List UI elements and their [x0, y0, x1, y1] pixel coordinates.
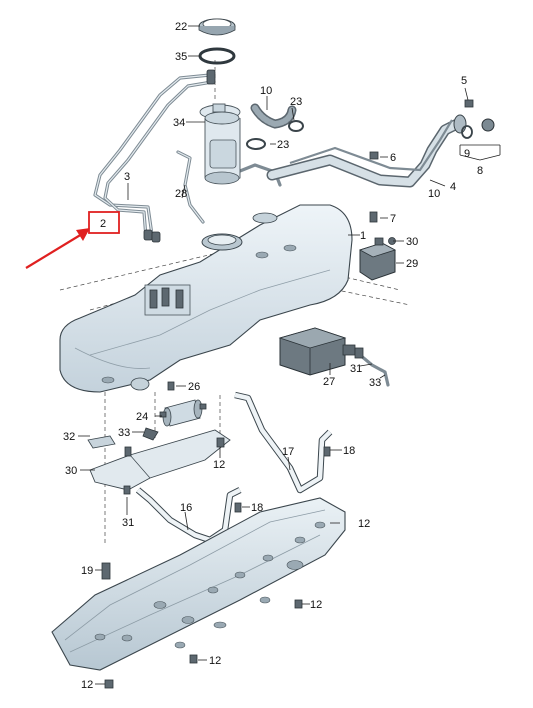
callout-11: 12 — [358, 518, 370, 530]
callout-33-right: 33 — [369, 377, 381, 389]
callout-12-bottom: 12 — [81, 679, 93, 691]
callout-5: 5 — [461, 75, 467, 87]
seal-ring — [198, 47, 236, 65]
tank-straps — [135, 391, 333, 544]
callout-4: 4 — [450, 181, 456, 193]
filler-neck — [266, 99, 495, 223]
carbon-canister — [278, 327, 356, 376]
callout-33-left: 33 — [118, 427, 130, 439]
callout-2: 2 — [100, 218, 106, 230]
highlight-box — [88, 211, 120, 234]
callout-10-neck: 10 — [428, 188, 440, 200]
filter-bracket — [87, 429, 231, 495]
callout-23: 26 — [188, 381, 200, 393]
callout-6: 6 — [390, 152, 396, 164]
callout-34: 34 — [173, 117, 185, 129]
callout-3: 3 — [124, 171, 130, 183]
callout-28: 29 — [406, 258, 418, 270]
fuel-lines — [93, 69, 216, 243]
leader-lines — [78, 25, 501, 685]
filler-hose — [246, 103, 304, 150]
callout-18-left: 18 — [251, 502, 263, 514]
callout-21-lower: 23 — [277, 139, 289, 151]
callout-27: 31 — [350, 363, 362, 375]
callout-30: 30 — [65, 465, 77, 477]
callout-labels: 22 35 34 3 28 2 10 23 23 5 9 8 6 4 10 7 … — [63, 21, 483, 691]
callout-8: 8 — [477, 165, 483, 177]
callout-26: 28 — [175, 188, 187, 200]
vent-line — [354, 347, 390, 387]
callout-20: 22 — [175, 21, 187, 33]
callout-12-right: 12 — [310, 599, 322, 611]
callout-19: 19 — [81, 565, 93, 577]
locking-ring — [198, 18, 236, 36]
callout-21-upper: 23 — [290, 96, 302, 108]
fuel-pump-module — [199, 103, 241, 185]
callout-17: 17 — [282, 446, 294, 458]
callout-7: 7 — [390, 213, 396, 225]
callout-24: 27 — [323, 376, 335, 388]
callout-32: 32 — [63, 431, 75, 443]
callout-18-right: 18 — [343, 445, 355, 457]
callout-31: 31 — [122, 517, 134, 529]
fuel-filter — [142, 381, 207, 441]
callout-12-mid: 12 — [209, 655, 221, 667]
highlight-arrow — [25, 228, 90, 269]
skid-plate — [51, 497, 346, 689]
callout-35: 35 — [175, 51, 187, 63]
control-valve — [358, 237, 397, 281]
callout-29: 30 — [406, 236, 418, 248]
fuel-tank — [59, 204, 353, 393]
callout-16: 16 — [180, 502, 192, 514]
callout-1: 1 — [360, 230, 366, 242]
callout-9: 9 — [464, 148, 470, 160]
callout-10-hose: 10 — [260, 85, 272, 97]
callout-12-bracket: 12 — [213, 459, 225, 471]
callout-22: 24 — [136, 411, 148, 423]
